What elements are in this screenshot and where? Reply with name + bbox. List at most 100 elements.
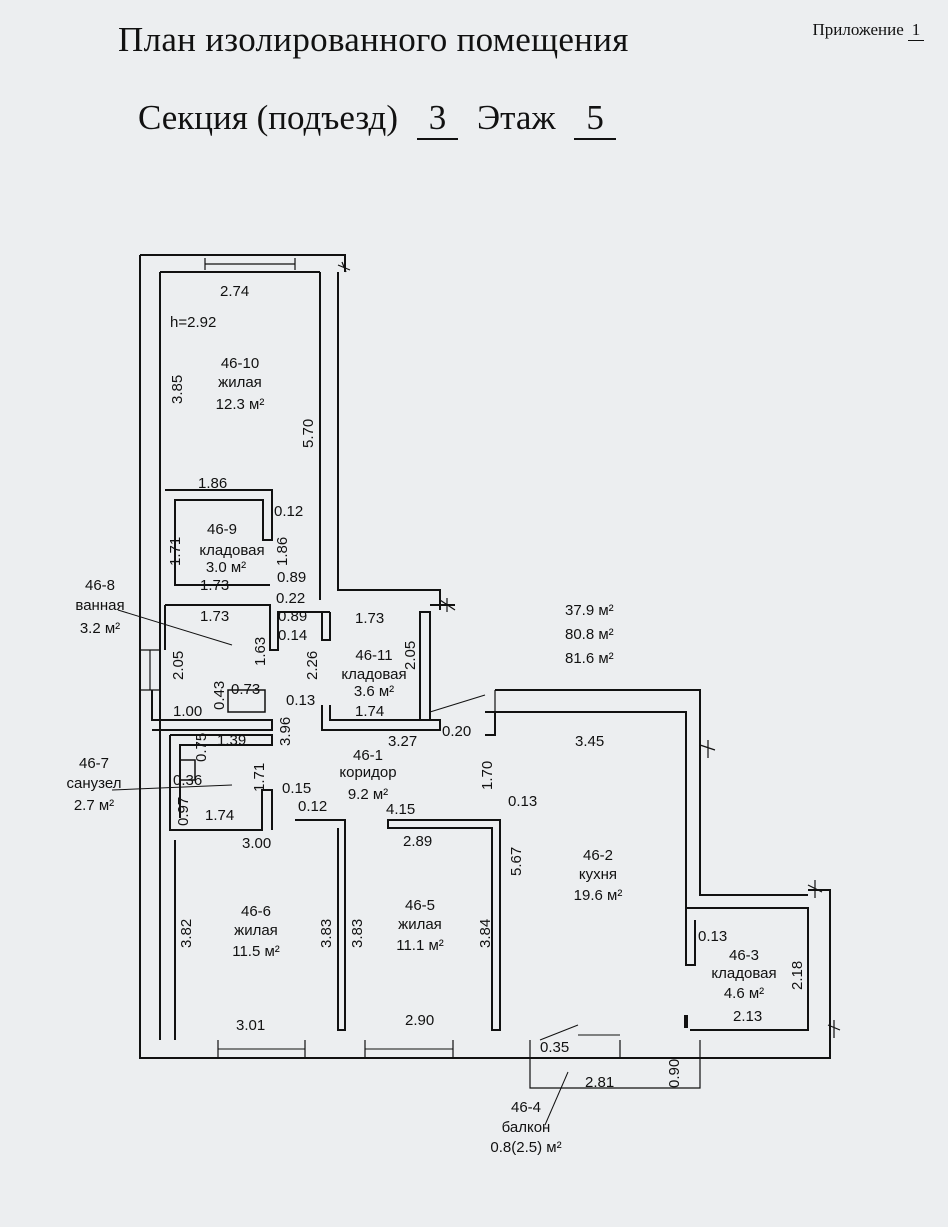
room-46-10-type: жилая <box>218 374 262 391</box>
room-46-4-type: балкон <box>502 1119 551 1136</box>
dim-label: 2.74 <box>220 283 249 300</box>
dim-label: 1.73 <box>200 577 229 594</box>
dim-label: 1.63 <box>252 637 269 666</box>
dim-label: 3.82 <box>178 919 195 948</box>
dim-label: 2.05 <box>402 641 419 670</box>
dim-label: 1.73 <box>200 608 229 625</box>
total-area-2: 80.8 м² <box>565 626 614 643</box>
floor-label: Этаж <box>477 98 556 137</box>
room-46-6-area: 11.5 м² <box>232 943 280 960</box>
room-labels: 46-10 жилая 12.3 м² 46-9 кладовая 3.0 м²… <box>67 355 777 1156</box>
room-46-1-id: 46-1 <box>353 747 383 764</box>
room-46-8-id: 46-8 <box>85 577 115 594</box>
dim-label: 2.13 <box>733 1008 762 1025</box>
appendix-number: 1 <box>908 20 924 41</box>
total-area-3: 81.6 м² <box>565 650 614 667</box>
page-title: План изолированного помещения <box>118 20 629 59</box>
dim-label: 1.86 <box>198 475 227 492</box>
room-46-2-type: кухня <box>579 866 617 883</box>
dim-label: 1.71 <box>251 763 268 792</box>
room-46-7-type: санузел <box>67 775 122 792</box>
dim-label: 3.01 <box>236 1017 265 1034</box>
dim-label: 0.13 <box>508 793 537 810</box>
dim-label: 4.15 <box>386 801 415 818</box>
room-46-1-type: коридор <box>339 764 396 781</box>
room-46-2-area: 19.6 м² <box>574 887 623 904</box>
section-value: 3 <box>416 98 459 140</box>
dim-label: 3.00 <box>242 835 271 852</box>
room-46-11-area: 3.6 м² <box>354 683 394 700</box>
dim-label: 1.71 <box>167 537 184 566</box>
room-46-10-area: 12.3 м² <box>216 396 265 413</box>
dim-label: 0.12 <box>298 798 327 815</box>
dim-label: 0.89 <box>277 569 306 586</box>
dim-label: 1.74 <box>205 807 234 824</box>
dim-label: 0.20 <box>442 723 471 740</box>
section-label: Секция (подъезд) <box>138 98 399 137</box>
dim-label: 0.13 <box>286 692 315 709</box>
appendix-label: Приложение 1 <box>812 20 924 41</box>
vertical-dimensions: 3.85 5.70 1.71 1.86 2.05 1.63 2.26 2.05 … <box>167 375 806 1088</box>
room-46-7-area: 2.7 м² <box>74 797 114 814</box>
dim-label: 0.89 <box>278 608 307 625</box>
room-46-2-id: 46-2 <box>583 847 613 864</box>
dim-label: 2.18 <box>789 961 806 990</box>
room-46-3-area: 4.6 м² <box>724 985 764 1002</box>
dim-label: 2.89 <box>403 833 432 850</box>
room-46-8-type: ванная <box>75 597 124 614</box>
room-46-7-id: 46-7 <box>79 755 109 772</box>
dim-label: 2.05 <box>170 651 187 680</box>
room-46-8-area: 3.2 м² <box>80 620 120 637</box>
room-46-9-id: 46-9 <box>207 521 237 538</box>
dim-label: 0.13 <box>698 928 727 945</box>
room-46-5-id: 46-5 <box>405 897 435 914</box>
dim-label: 5.67 <box>508 847 525 876</box>
dim-label: 0.12 <box>274 503 303 520</box>
floor-value: 5 <box>574 98 616 140</box>
room-46-3-id: 46-3 <box>729 947 759 964</box>
dim-label: 3.83 <box>349 919 366 948</box>
dim-label: 0.90 <box>666 1059 683 1088</box>
dim-label: 1.74 <box>355 703 384 720</box>
walls <box>111 254 841 1126</box>
dim-label: 3.83 <box>318 919 335 948</box>
room-46-4-area: 0.8(2.5) м² <box>490 1139 561 1156</box>
room-46-9-type: кладовая <box>199 542 264 559</box>
horizontal-dimensions: 2.74 1.86 0.12 1.73 0.89 0.22 1.73 0.89 … <box>173 283 762 1091</box>
total-area-1: 37.9 м² <box>565 602 614 619</box>
room-46-5-type: жилая <box>398 916 442 933</box>
room-46-3-type: кладовая <box>711 965 776 982</box>
room-46-6-type: жилая <box>234 922 278 939</box>
dim-label: 0.35 <box>540 1039 569 1056</box>
section-floor-line: Секция (подъезд) 3 Этаж 5 <box>138 98 626 140</box>
room-46-4-id: 46-4 <box>511 1099 541 1116</box>
room-46-11-type: кладовая <box>341 666 406 683</box>
dim-label: 5.70 <box>300 419 317 448</box>
dim-label: 2.26 <box>304 651 321 680</box>
dim-label: 1.00 <box>173 703 202 720</box>
dim-label: 2.81 <box>585 1074 614 1091</box>
dim-label: 3.45 <box>575 733 604 750</box>
dim-label: 0.75 <box>193 733 210 762</box>
dim-label: 1.73 <box>355 610 384 627</box>
dim-label: 0.73 <box>231 681 260 698</box>
dim-label: 0.15 <box>282 780 311 797</box>
ceiling-height: h=2.92 <box>170 314 216 331</box>
dim-label: 0.97 <box>175 797 192 826</box>
dim-label: 2.90 <box>405 1012 434 1029</box>
dim-label: 3.96 <box>277 717 294 746</box>
dim-label: 1.70 <box>479 761 496 790</box>
dim-label: 3.27 <box>388 733 417 750</box>
appendix-text: Приложение <box>812 20 904 39</box>
room-46-6-id: 46-6 <box>241 903 271 920</box>
dim-label: 3.85 <box>169 375 186 404</box>
dim-label: 0.36 <box>173 772 202 789</box>
room-46-11-id: 46-11 <box>355 647 392 664</box>
dim-label: 0.14 <box>278 627 307 644</box>
dim-label: 1.86 <box>274 537 291 566</box>
room-46-9-area: 3.0 м² <box>206 559 246 576</box>
dim-label: 0.22 <box>276 590 305 607</box>
dim-label: 0.43 <box>211 681 228 710</box>
